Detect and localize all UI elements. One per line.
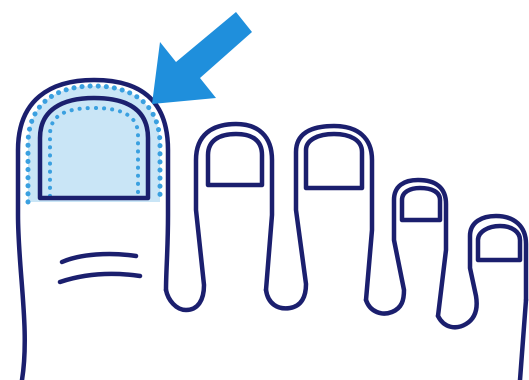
nail-inflammation-highlight	[28, 86, 160, 202]
fifth-toe-outline	[435, 213, 529, 330]
toe-crease-upper	[59, 251, 139, 265]
toe-crease-lower	[57, 271, 143, 285]
fifth-toenail	[475, 223, 523, 263]
second-toe-outline	[163, 121, 275, 313]
big-toenail	[37, 95, 151, 201]
second-toenail	[205, 131, 265, 188]
nail-inner-dots	[48, 105, 140, 198]
big-toe-outline	[15, 77, 171, 380]
third-toenail	[303, 131, 365, 191]
fourth-toe-outline	[363, 177, 449, 319]
third-toe-outline	[263, 123, 375, 311]
foot-right-edge	[517, 297, 529, 380]
fourth-toenail	[399, 185, 443, 223]
arrow-icon	[152, 12, 252, 104]
